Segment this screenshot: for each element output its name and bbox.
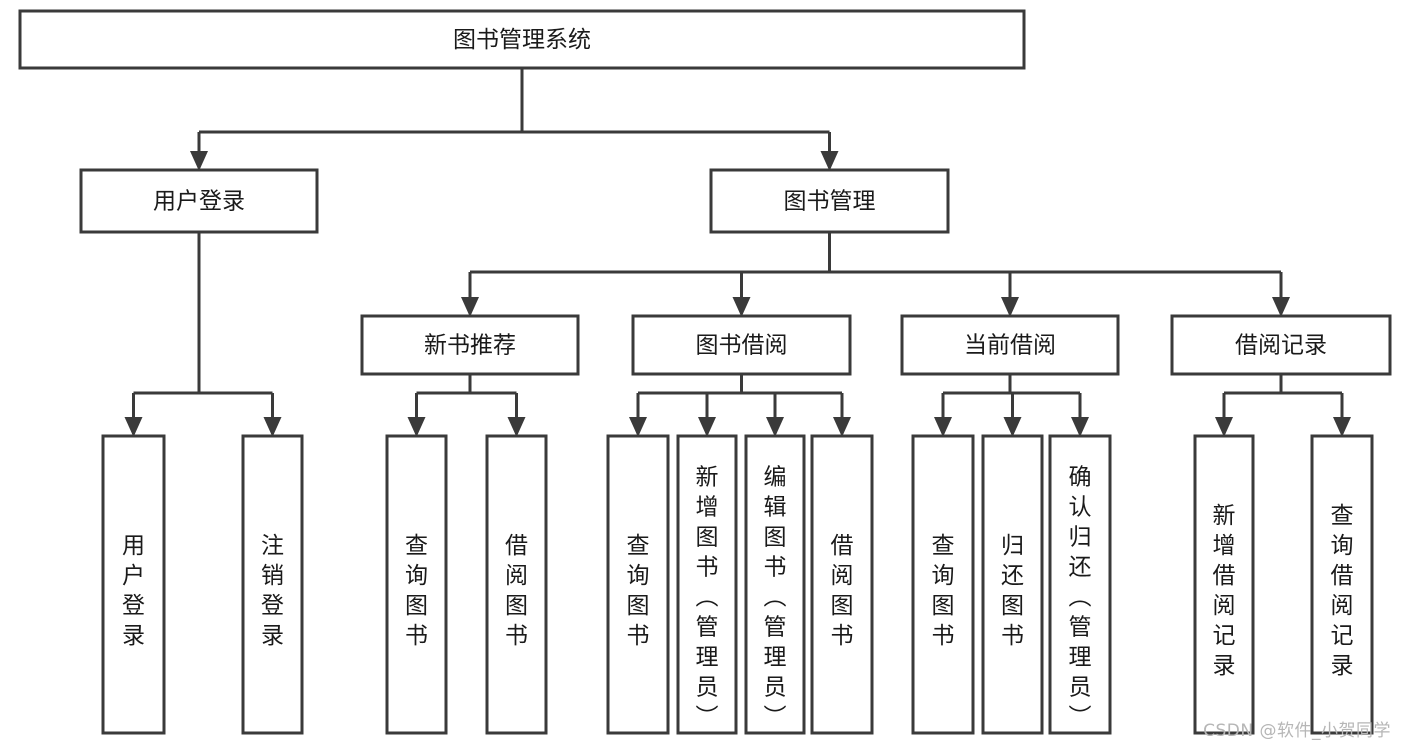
node-box [631,314,852,376]
node-box [101,434,166,735]
node-root[interactable]: 图书管理系统 [18,9,1026,70]
node-label: 用户登录 [122,533,145,649]
node-layer: 图书管理系统用户登录图书管理新书推荐图书借阅当前借阅借阅记录用户登录注销登录查询… [18,9,1392,735]
node-box [981,434,1044,735]
node-label: 编辑图书︵管理员︶ [764,464,787,730]
arrow-head-icon [833,417,851,437]
node-label: 查询图书 [627,533,650,649]
node-label: 新书推荐 [424,333,516,359]
arrow-head-icon [1333,417,1351,437]
node-leaf-query-book-bb[interactable]: 查询图书 [606,434,670,735]
arrow-head-icon [934,417,952,437]
node-leaf-add-record[interactable]: 新增借阅记录 [1193,434,1255,735]
arrow-head-icon [732,297,751,317]
node-leaf-query-book-rec[interactable]: 查询图书 [385,434,448,735]
arrow-head-icon [1071,417,1089,437]
arrow-head-icon [1003,417,1022,437]
node-box [810,434,874,735]
edge-group-root [190,68,839,171]
node-box [485,434,548,735]
node-label: 图书管理 [784,189,876,215]
arrow-head-icon [629,417,647,437]
arrow-head-icon [263,417,282,437]
node-box [385,434,448,735]
node-box [1170,314,1392,376]
node-label: 借阅图书 [831,533,854,649]
node-label: 归还图书 [1001,533,1024,649]
node-current-borrow[interactable]: 当前借阅 [900,314,1120,376]
arrow-head-icon [190,151,208,171]
arrow-head-icon [507,417,526,437]
node-box [241,434,304,735]
node-leaf-add-book[interactable]: 新增图书︵管理员︶ [676,434,738,735]
node-leaf-logout[interactable]: 注销登录 [241,434,304,735]
node-leaf-query-record[interactable]: 查询借阅记录 [1310,434,1374,735]
arrow-head-icon [1215,417,1233,437]
arrow-head-icon [698,417,716,437]
node-label: 新增图书︵管理员︶ [696,464,719,730]
node-label: 用户登录 [153,189,245,215]
node-box [606,434,670,735]
node-borrow-record[interactable]: 借阅记录 [1170,314,1392,376]
node-user-login[interactable]: 用户登录 [79,168,319,234]
node-label: 确认归还︵管理员︶ [1069,464,1092,730]
node-box [911,434,975,735]
node-box [18,9,1026,70]
edge-group-book-borrow [629,374,851,437]
node-box [1048,434,1112,735]
connector-layer [124,68,1351,437]
node-box [744,434,806,735]
node-leaf-return-book[interactable]: 归还图书 [981,434,1044,735]
edge-group-user-login [124,232,282,437]
arrow-head-icon [766,417,784,437]
edge-group-book-manage [461,232,1290,317]
arrow-head-icon [461,297,479,317]
node-label: 查询借阅记录 [1331,503,1354,679]
node-leaf-borrow-book-rec[interactable]: 借阅图书 [485,434,548,735]
node-label: 借阅记录 [1235,333,1327,359]
node-label: 借阅图书 [505,533,528,649]
node-label: 查询图书 [405,533,428,649]
node-book-borrow[interactable]: 图书借阅 [631,314,852,376]
node-label: 图书管理系统 [453,27,591,53]
node-box [709,168,950,234]
node-leaf-borrow-book-bb[interactable]: 借阅图书 [810,434,874,735]
node-leaf-query-book-cb[interactable]: 查询图书 [911,434,975,735]
arrow-head-icon [820,151,839,171]
edge-group-borrow-record [1215,374,1351,437]
arrow-head-icon [407,417,426,437]
edge-group-current-borrow [934,374,1089,437]
node-box [1310,434,1374,735]
node-box [79,168,319,234]
node-label: 查询图书 [932,533,955,649]
node-label: 注销登录 [261,533,284,649]
node-leaf-confirm-return[interactable]: 确认归还︵管理员︶ [1048,434,1112,735]
arrow-head-icon [124,417,143,437]
node-box [676,434,738,735]
arrow-head-icon [1272,297,1290,317]
node-label: 新增借阅记录 [1213,503,1236,679]
edge-group-new-book-rec [407,374,526,437]
node-book-manage[interactable]: 图书管理 [709,168,950,234]
node-label: 当前借阅 [964,333,1056,359]
node-leaf-user-login[interactable]: 用户登录 [101,434,166,735]
node-leaf-edit-book[interactable]: 编辑图书︵管理员︶ [744,434,806,735]
node-box [360,314,580,376]
node-box [900,314,1120,376]
node-new-book-rec[interactable]: 新书推荐 [360,314,580,376]
node-label: 图书借阅 [696,333,788,359]
node-box [1193,434,1255,735]
arrow-head-icon [1001,297,1019,317]
